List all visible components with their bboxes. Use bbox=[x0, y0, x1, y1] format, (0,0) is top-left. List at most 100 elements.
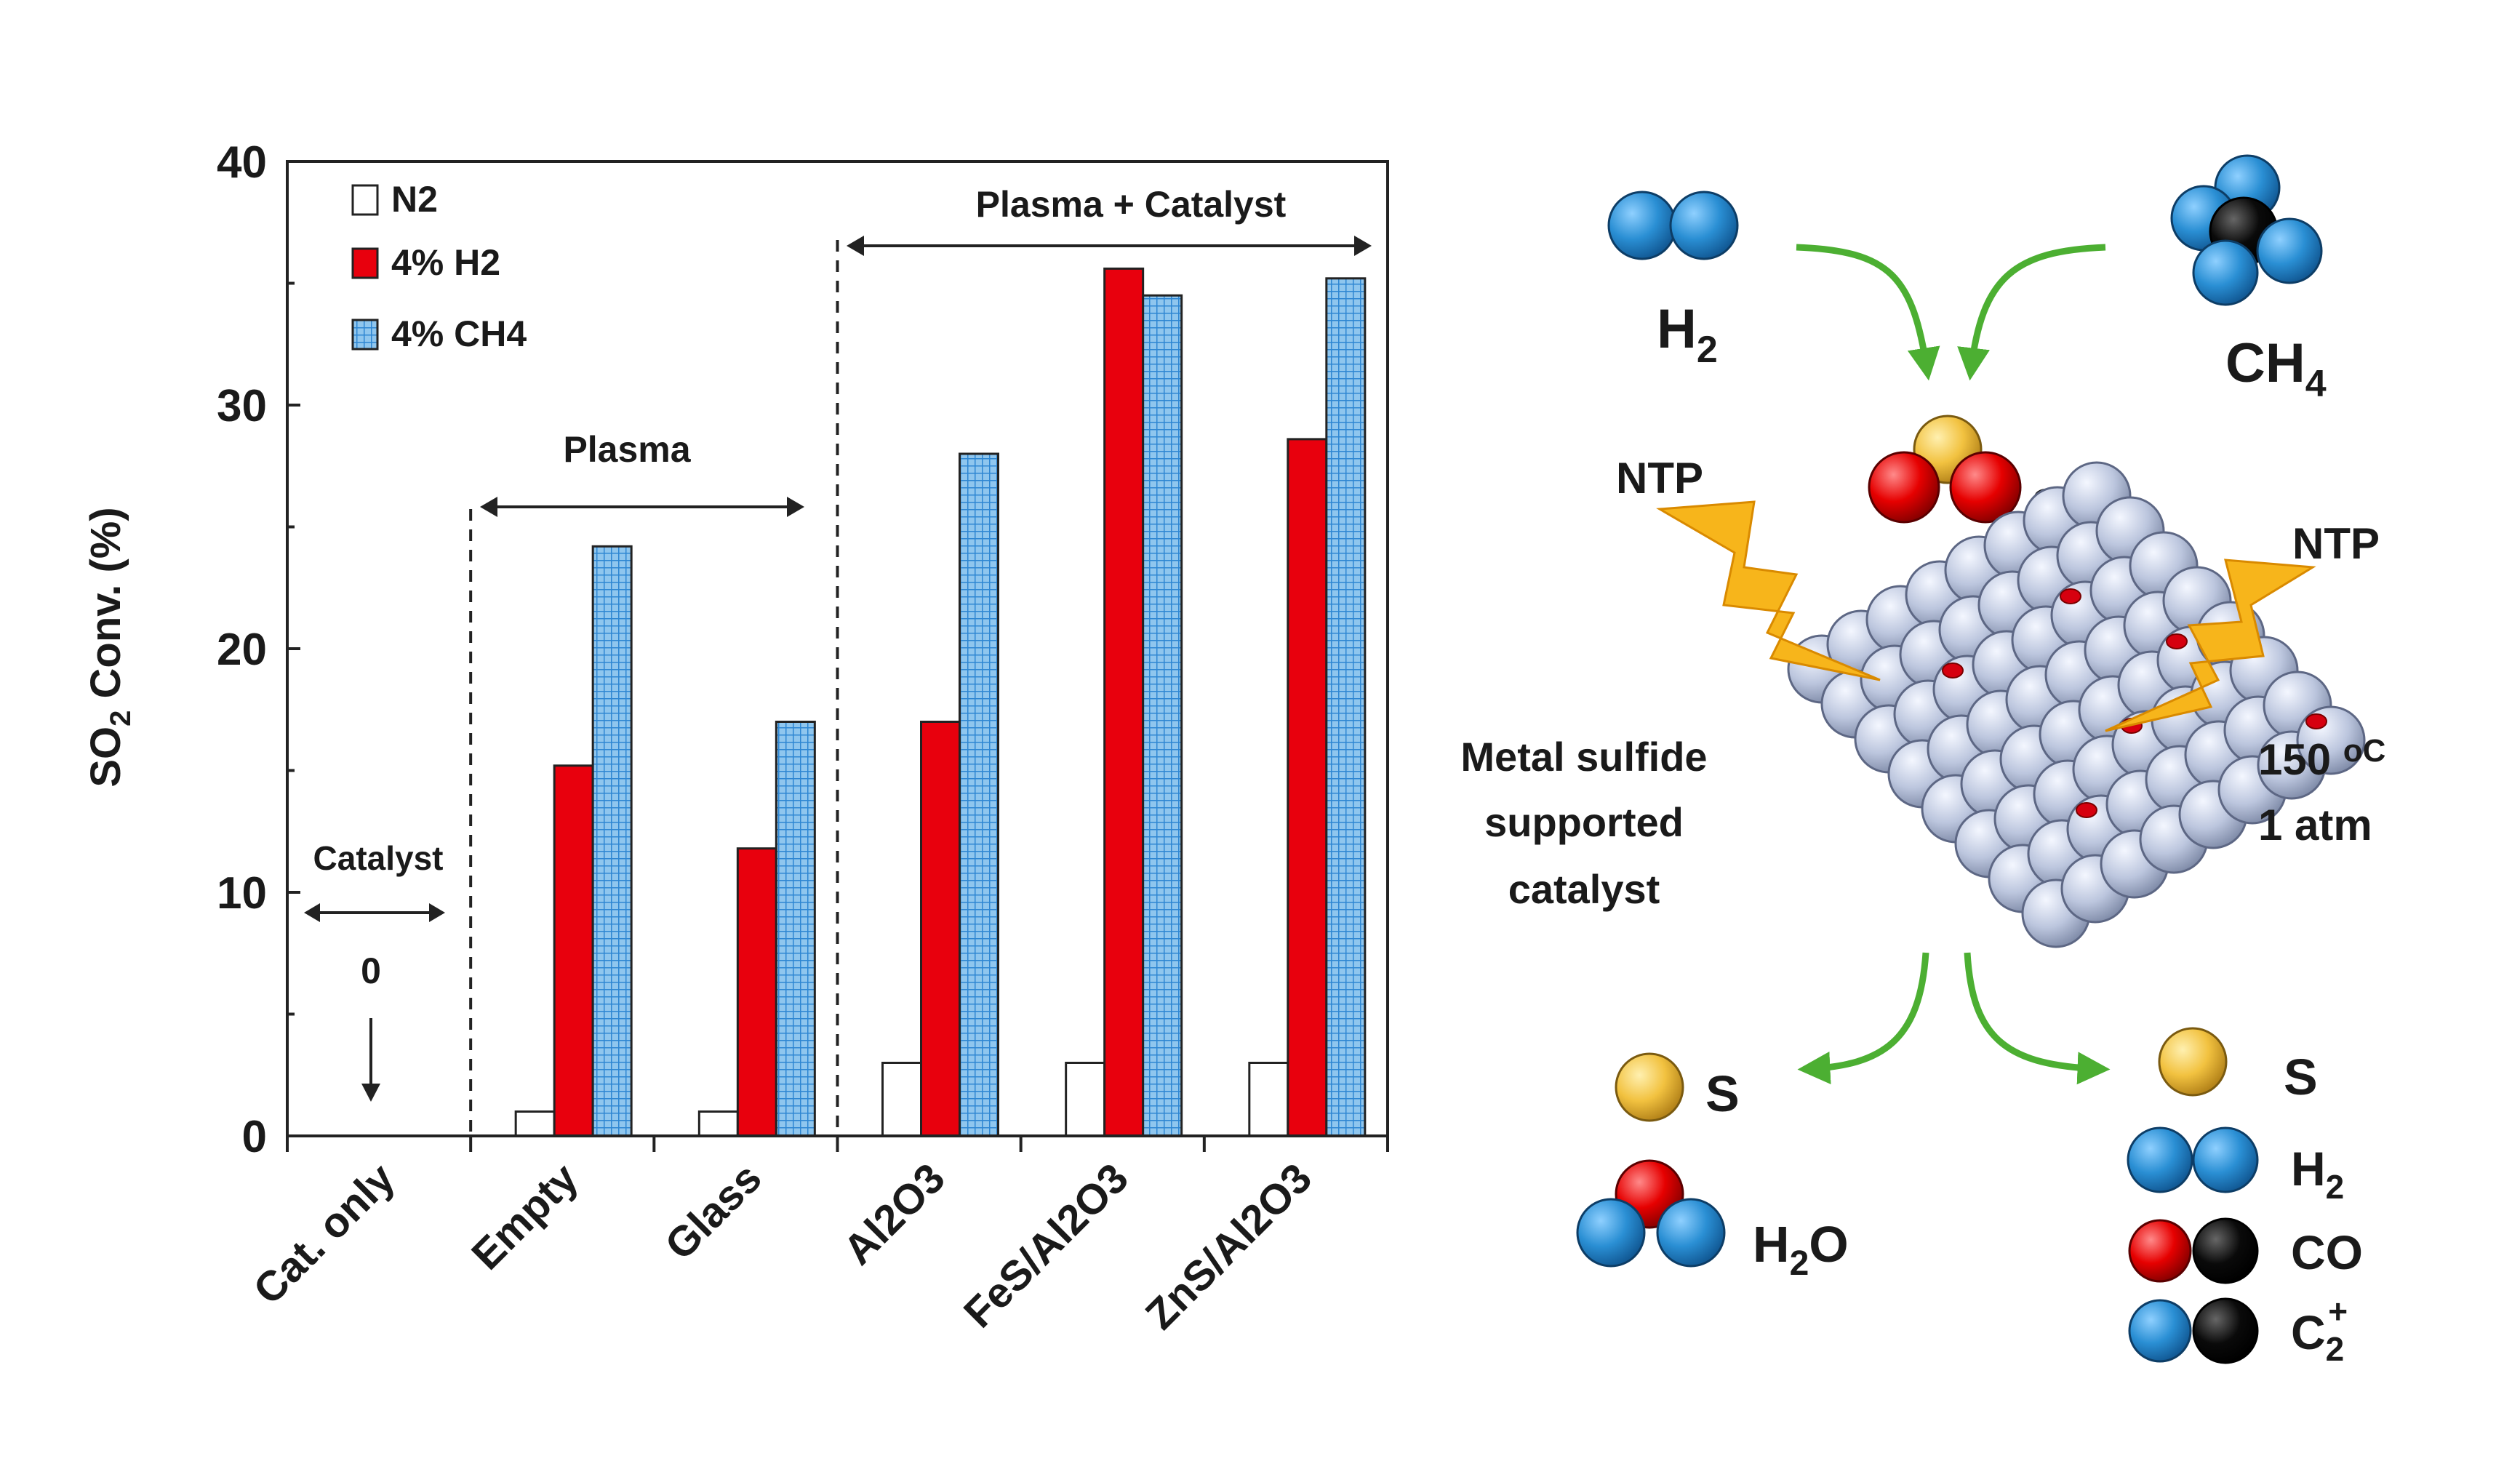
plasma-arrow-head-right bbox=[787, 497, 804, 517]
active-site bbox=[1942, 663, 1964, 679]
y-tick-label: 30 bbox=[217, 381, 267, 431]
product-s-right-label: S bbox=[2284, 1049, 2318, 1105]
catalyst-name-line3: catalyst bbox=[1508, 866, 1660, 912]
arrow-ch4-to-so2 bbox=[1957, 244, 2106, 381]
legend-swatch-n2 bbox=[351, 184, 379, 216]
catalyst-name-line2: supported bbox=[1484, 799, 1684, 845]
co-molecule bbox=[2128, 1217, 2259, 1284]
active-site bbox=[2076, 802, 2097, 818]
product-h2o-rest: O bbox=[1809, 1216, 1848, 1273]
temperature-value: 150 bbox=[2258, 735, 2343, 784]
plasma-catalyst-arrow-head-right bbox=[1354, 236, 1372, 256]
arrow-to-h2-products bbox=[1797, 952, 1929, 1084]
product-co-label: CO bbox=[2291, 1225, 2363, 1279]
ntp-left-label: NTP bbox=[1616, 454, 1703, 503]
h2-molecule bbox=[1607, 191, 1739, 260]
active-site bbox=[2305, 713, 2327, 729]
reaction-scheme: H2 CH4 SO2 NTP NTP bbox=[1460, 154, 2386, 1368]
bar-4-h2-5 bbox=[1287, 438, 1328, 1137]
legend-swatch-ch4 bbox=[351, 319, 379, 351]
region-dividers bbox=[469, 240, 839, 1136]
x-tick-label: Glass bbox=[656, 1154, 771, 1269]
so2-molecule bbox=[1868, 415, 2022, 524]
h-atom bbox=[1607, 191, 1677, 260]
bar-4-h2-2 bbox=[736, 847, 777, 1137]
product-h2-label: H2 bbox=[2291, 1142, 2344, 1206]
product-c2-label: C2+ bbox=[2291, 1292, 2348, 1368]
lightning-right-icon bbox=[2105, 559, 2316, 732]
legend-item-ch4: 4% CH4 bbox=[351, 313, 527, 354]
bar-4-ch4-3 bbox=[959, 452, 999, 1137]
product-h2-main: H bbox=[2291, 1142, 2326, 1196]
o-atom bbox=[1949, 451, 2022, 524]
catalyst-arrow-head-right bbox=[429, 903, 445, 922]
h-atom bbox=[2128, 1299, 2192, 1363]
plasma-catalyst-label: Plasma + Catalyst bbox=[976, 184, 1287, 225]
pressure-label: 1 atm bbox=[2258, 801, 2372, 849]
h-atom bbox=[2256, 217, 2323, 284]
x-tick-label: Cat. only bbox=[244, 1154, 404, 1313]
h2-product-molecule bbox=[2127, 1126, 2259, 1193]
legend-item-n2: N2 bbox=[351, 179, 438, 220]
bar-4-ch4-2 bbox=[775, 721, 816, 1137]
bar-4-ch4-5 bbox=[1325, 277, 1367, 1137]
y-tick-label: 20 bbox=[217, 625, 267, 675]
bar-4-ch4-4 bbox=[1142, 294, 1183, 1137]
ch4-label-sub: 4 bbox=[2305, 363, 2327, 405]
h2-label-sub: 2 bbox=[1697, 329, 1718, 371]
plasma-arrow-head-left bbox=[480, 497, 497, 517]
h-atom bbox=[1669, 191, 1739, 260]
legend-label-n2: N2 bbox=[391, 179, 438, 220]
catalyst-arrow-head-left bbox=[304, 903, 320, 922]
y-axis: 0 10 20 30 40 bbox=[217, 137, 300, 1162]
y-axis-title-main: SO bbox=[82, 727, 129, 788]
x-tick-label: Empty bbox=[463, 1154, 587, 1278]
h2-label: H2 bbox=[1657, 298, 1718, 371]
s-atom bbox=[1615, 1052, 1684, 1122]
active-site bbox=[2060, 588, 2081, 604]
ch4-label: CH4 bbox=[2225, 332, 2327, 405]
ch4-label-main: CH bbox=[2225, 332, 2305, 394]
plasma-label: Plasma bbox=[563, 429, 691, 470]
h2o-molecule bbox=[1576, 1159, 1726, 1268]
catalyst-label: Catalyst bbox=[313, 839, 444, 877]
arrow-h2-to-so2 bbox=[1796, 244, 1940, 381]
ntp-right-label: NTP bbox=[2292, 519, 2380, 568]
y-axis-title-sub: 2 bbox=[105, 711, 137, 727]
s-atom bbox=[2158, 1027, 2228, 1097]
region-annotations: Catalyst 0 Plasma Plasma + Catalyst bbox=[304, 184, 1372, 1102]
o-atom bbox=[1868, 451, 1940, 524]
y-tick-label: 40 bbox=[217, 137, 267, 188]
h-atom bbox=[1576, 1198, 1646, 1268]
bar-4-h2-3 bbox=[920, 721, 961, 1137]
bar-4-h2-1 bbox=[553, 764, 594, 1137]
product-h2-sub: 2 bbox=[2326, 1168, 2345, 1206]
catalyst-surface bbox=[1787, 461, 2366, 948]
product-c2-sub: 2 bbox=[2326, 1330, 2345, 1368]
product-h2o-sub: 2 bbox=[1790, 1244, 1809, 1283]
legend-swatch-h2 bbox=[351, 247, 379, 279]
h-atom bbox=[2127, 1126, 2193, 1193]
c2-molecule bbox=[2128, 1297, 2259, 1364]
legend-item-h2: 4% H2 bbox=[351, 242, 500, 283]
bar-n2-3 bbox=[881, 1062, 922, 1137]
c-atom bbox=[2192, 1297, 2259, 1364]
y-tick-label: 10 bbox=[217, 868, 267, 918]
product-s-left-label: S bbox=[1705, 1065, 1740, 1122]
bar-4-ch4-1 bbox=[591, 545, 633, 1137]
active-site bbox=[2166, 633, 2188, 649]
bar-n2-2 bbox=[697, 1110, 739, 1137]
product-h2o-label: H2O bbox=[1753, 1216, 1849, 1283]
product-h2o-main: H bbox=[1753, 1216, 1790, 1273]
c-atom bbox=[2192, 1217, 2259, 1284]
legend-label-h2: 4% H2 bbox=[391, 242, 500, 283]
o-atom bbox=[2128, 1219, 2192, 1283]
catalyst-name-line1: Metal sulfide bbox=[1460, 734, 1707, 780]
bar-n2-1 bbox=[514, 1110, 556, 1137]
y-tick-label: 0 bbox=[242, 1112, 267, 1162]
product-c2-main: C bbox=[2291, 1305, 2326, 1359]
temperature-unit: oC bbox=[2343, 733, 2386, 769]
